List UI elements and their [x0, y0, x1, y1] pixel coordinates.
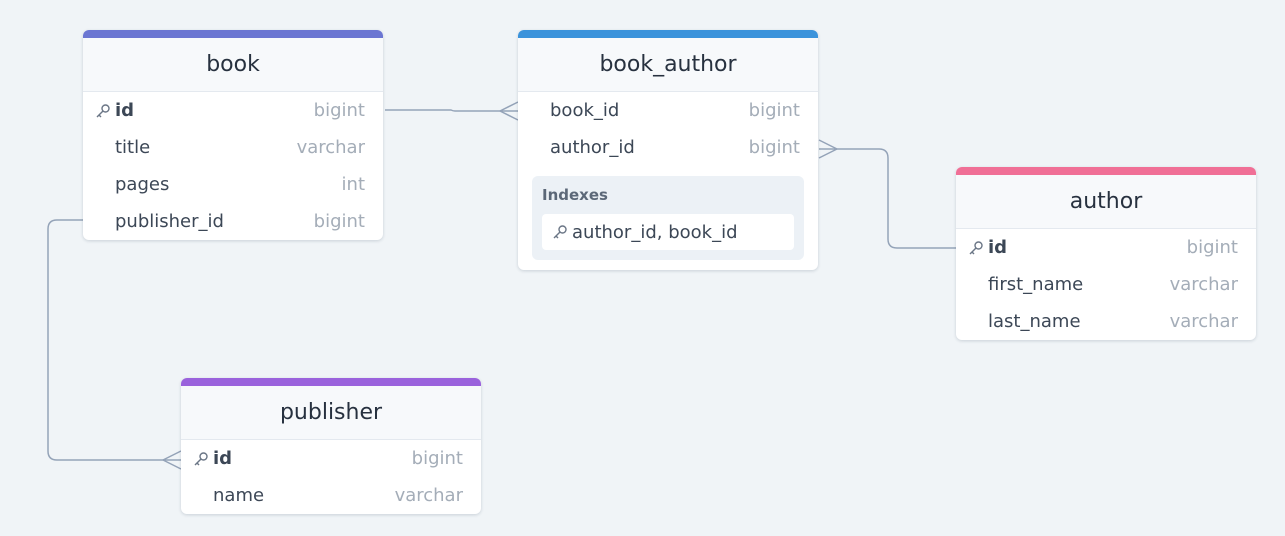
- field-name: title: [115, 137, 151, 158]
- indexes-label: Indexes: [542, 186, 608, 204]
- table-book[interactable]: book id bigint title varchar pages int publish…: [83, 30, 383, 240]
- field-type: bigint: [313, 100, 365, 121]
- crow-foot-book-author-book-id: [499, 101, 519, 121]
- field-row-first-name[interactable]: first_name varchar: [956, 266, 1256, 303]
- field-row-last-name[interactable]: last_name varchar: [956, 303, 1256, 340]
- field-name: first_name: [988, 274, 1084, 295]
- table-color-bar: [181, 378, 481, 386]
- field-row-id[interactable]: id bigint: [83, 92, 383, 129]
- key-icon: [968, 240, 988, 256]
- field-name: name: [213, 485, 265, 506]
- field-name: last_name: [988, 311, 1081, 332]
- field-row-book-id[interactable]: book_id bigint: [518, 92, 818, 129]
- field-list: id bigint title varchar pages int publisher_id…: [83, 92, 383, 240]
- field-name: book_id: [550, 100, 620, 121]
- field-type: varchar: [1169, 274, 1238, 295]
- field-name: pages: [115, 174, 170, 195]
- table-color-bar: [956, 167, 1256, 175]
- key-icon: [193, 451, 213, 467]
- table-title: author: [956, 175, 1256, 229]
- field-type: bigint: [313, 211, 365, 232]
- field-row-id[interactable]: id bigint: [181, 440, 481, 477]
- table-title: book_author: [518, 38, 818, 92]
- table-title: book: [83, 38, 383, 92]
- key-icon: [552, 224, 572, 240]
- field-type: bigint: [411, 448, 463, 469]
- indexes-panel: Indexes author_id, book_id: [532, 176, 804, 260]
- table-title: publisher: [181, 386, 481, 440]
- field-row-pages[interactable]: pages int: [83, 166, 383, 203]
- field-name: author_id: [550, 137, 635, 158]
- field-name: id: [115, 100, 135, 121]
- field-row-title[interactable]: title varchar: [83, 129, 383, 166]
- field-name: id: [213, 448, 233, 469]
- field-type: int: [341, 174, 365, 195]
- field-row-name[interactable]: name varchar: [181, 477, 481, 514]
- field-row-author-id[interactable]: author_id bigint: [518, 129, 818, 166]
- table-color-bar: [518, 30, 818, 38]
- field-type: varchar: [1169, 311, 1238, 332]
- crow-foot-book-author-author-id: [818, 139, 838, 159]
- field-type: bigint: [748, 137, 800, 158]
- key-icon: [95, 103, 115, 119]
- relation-publisher-book[interactable]: [47, 219, 181, 461]
- relation-book-book-author[interactable]: [385, 109, 518, 112]
- field-list: id bigint name varchar: [181, 440, 481, 514]
- field-row-id[interactable]: id bigint: [956, 229, 1256, 266]
- relation-author-book-author[interactable]: [819, 148, 956, 249]
- table-publisher[interactable]: publisher id bigint name varchar: [181, 378, 481, 514]
- field-type: bigint: [1186, 237, 1238, 258]
- field-name: publisher_id: [115, 211, 224, 232]
- field-type: varchar: [394, 485, 463, 506]
- index-columns: author_id, book_id: [572, 221, 738, 243]
- field-type: varchar: [296, 137, 365, 158]
- crow-foot-publisher-id: [162, 450, 182, 470]
- field-name: id: [988, 237, 1008, 258]
- field-row-publisher-id[interactable]: publisher_id bigint: [83, 203, 383, 240]
- index-item[interactable]: author_id, book_id: [542, 214, 794, 250]
- table-color-bar: [83, 30, 383, 38]
- field-type: bigint: [748, 100, 800, 121]
